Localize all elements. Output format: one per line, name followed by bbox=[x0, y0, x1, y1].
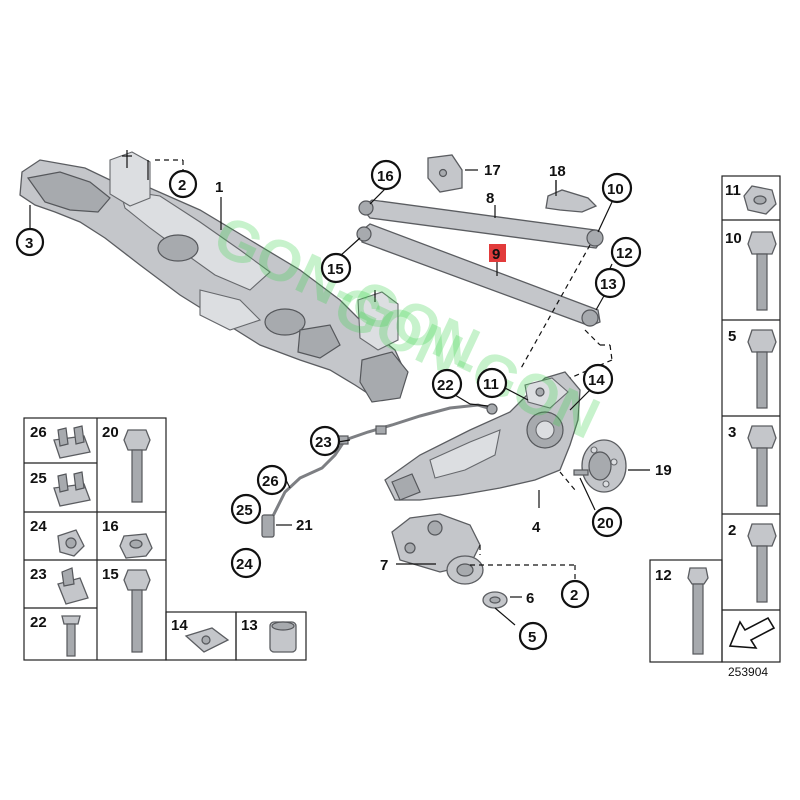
callout-circle-11 bbox=[476, 367, 508, 399]
callout-circle-22 bbox=[431, 368, 463, 400]
callout-circle-12 bbox=[610, 236, 642, 268]
arrow-icon bbox=[728, 616, 776, 649]
upper-control-arm bbox=[358, 199, 604, 249]
grid-label-10: 10 bbox=[725, 230, 742, 247]
callout-circle-16 bbox=[370, 159, 402, 191]
callout-circle-14 bbox=[582, 363, 614, 395]
callout-2-top: 2 bbox=[178, 177, 186, 194]
callout-4: 4 bbox=[532, 519, 541, 536]
callout-22: 22 bbox=[437, 377, 454, 394]
diagram-number: 253904 bbox=[728, 665, 768, 679]
callout-15: 15 bbox=[327, 261, 344, 278]
callout-circle-20 bbox=[591, 506, 623, 538]
grid-label-16: 16 bbox=[102, 518, 119, 535]
callout-16: 16 bbox=[377, 168, 394, 185]
grid-label-5: 5 bbox=[728, 328, 736, 345]
callout-6: 6 bbox=[526, 590, 534, 607]
callout-9-highlight bbox=[489, 244, 506, 262]
callout-21: 21 bbox=[296, 517, 313, 534]
callout-5: 5 bbox=[528, 629, 536, 646]
callout-24: 24 bbox=[236, 556, 253, 573]
bracket-17 bbox=[427, 154, 463, 193]
callout-circle-2-top bbox=[168, 169, 198, 199]
callout-17: 17 bbox=[484, 162, 501, 179]
callout-26: 26 bbox=[262, 473, 279, 490]
grid-label-12: 12 bbox=[655, 567, 672, 584]
callout-circle-25 bbox=[230, 493, 262, 525]
callout-18: 18 bbox=[549, 163, 566, 180]
callout-circle-5 bbox=[518, 621, 548, 651]
grid-label-22: 22 bbox=[30, 614, 47, 631]
grid-label-14: 14 bbox=[171, 617, 188, 634]
grid-label-26: 26 bbox=[30, 424, 47, 441]
callout-19: 19 bbox=[655, 462, 672, 479]
grid-label-11: 11 bbox=[725, 182, 741, 199]
callouts: 1 8 17 18 21 19 4 7 6 9 2 3 16 15 10 12 … bbox=[15, 159, 672, 651]
callout-11: 11 bbox=[483, 376, 499, 393]
wheel-carrier bbox=[384, 371, 581, 501]
grid-label-13: 13 bbox=[241, 617, 258, 634]
callout-circle-2-bottom bbox=[560, 579, 590, 609]
callout-circle-15 bbox=[320, 252, 352, 284]
callout-12: 12 bbox=[616, 245, 633, 262]
grid-label-23: 23 bbox=[30, 566, 47, 583]
left-hardware-grid: 26 20 25 24 16 23 15 22 14 13 bbox=[23, 417, 307, 661]
callout-20: 20 bbox=[597, 515, 614, 532]
callout-14: 14 bbox=[588, 372, 605, 389]
right-hardware-grid: 11 10 5 3 2 12 bbox=[649, 175, 781, 663]
bushing-6 bbox=[446, 555, 484, 585]
callout-circle-10 bbox=[601, 172, 633, 204]
callout-circle-13 bbox=[594, 267, 626, 299]
grid-label-24: 24 bbox=[30, 518, 47, 535]
callout-2-bottom: 2 bbox=[570, 587, 578, 604]
grid-label-3: 3 bbox=[728, 424, 736, 441]
hub-bolt bbox=[573, 469, 589, 476]
leader-lines bbox=[29, 159, 650, 626]
callout-circle-24 bbox=[230, 547, 262, 579]
callout-10: 10 bbox=[607, 181, 624, 198]
callout-circle-26 bbox=[256, 464, 288, 496]
sensor-wire bbox=[261, 403, 498, 538]
callout-9: 9 bbox=[492, 246, 500, 263]
callout-8: 8 bbox=[486, 190, 494, 207]
clip-18 bbox=[545, 180, 598, 213]
callout-13: 13 bbox=[600, 276, 617, 293]
callout-1: 1 bbox=[215, 179, 223, 196]
callout-25: 25 bbox=[236, 502, 253, 519]
rear-subframe bbox=[19, 150, 409, 403]
lower-control-arm bbox=[356, 223, 601, 327]
washer-6 bbox=[482, 591, 508, 609]
callout-7: 7 bbox=[380, 557, 388, 574]
grid-label-15: 15 bbox=[102, 566, 119, 583]
grid-label-20: 20 bbox=[102, 424, 119, 441]
callout-circle-3 bbox=[15, 227, 45, 257]
callout-circle-23 bbox=[309, 425, 341, 457]
grid-label-2: 2 bbox=[728, 522, 736, 539]
wheel-hub bbox=[581, 439, 627, 493]
callout-23: 23 bbox=[315, 434, 332, 451]
callout-3: 3 bbox=[25, 235, 33, 252]
grid-label-25: 25 bbox=[30, 470, 47, 487]
